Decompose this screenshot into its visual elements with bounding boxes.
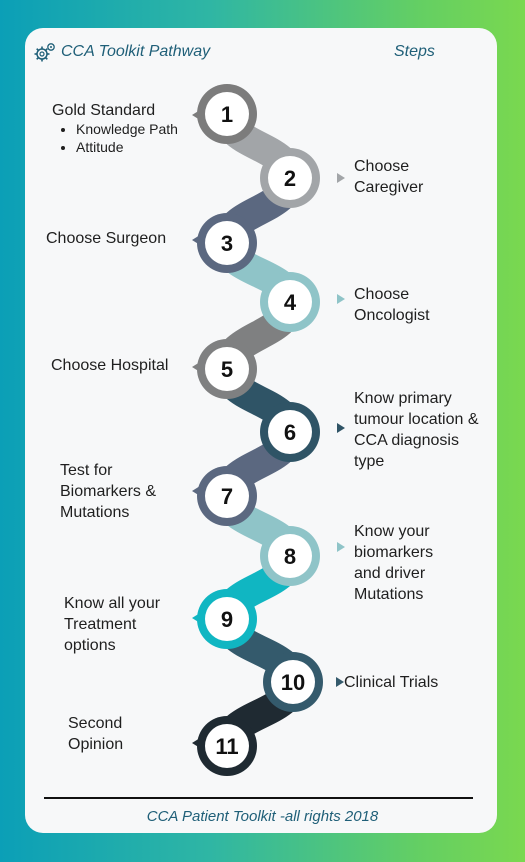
step-nodes: 1 2 3 4 5 6 7 8 9 10 11 [197,84,323,776]
step-node-5: 5 [197,339,257,399]
step-number: 6 [284,420,296,445]
footer-text: CCA Patient Toolkit -all rights 2018 [146,808,379,825]
bullet-item: Knowledge Path [76,120,178,138]
step-node-7: 7 [197,466,257,526]
step-number: 7 [221,484,233,509]
node-center [205,221,249,265]
arrow-right-icon [337,542,345,552]
node-center [268,156,312,200]
footer-divider [44,797,473,799]
step-10-label: Clinical Trials [344,674,439,691]
arrow-right-icon [337,173,345,183]
step-number: 3 [221,231,233,256]
steps-heading: Steps [394,43,435,60]
node-center [205,347,249,391]
step-number: 11 [215,734,238,759]
node-center [205,724,249,768]
step-number: 5 [221,357,233,382]
node-center [205,597,249,641]
step-node-6: 6 [260,402,320,462]
step-node-2: 2 [260,148,320,208]
step-11-label: Second Opinion [68,715,124,753]
gear-icon [34,43,55,62]
step-node-11: 11 [197,716,257,776]
diagram-title: CCA Toolkit Pathway [61,43,211,60]
step-1-bullets: Knowledge Path Attitude [62,120,178,156]
step-number: 9 [221,607,233,632]
step-number: 2 [284,166,296,191]
step-9-label: Know all your Treatment options [64,595,161,654]
step-number: 10 [281,670,305,695]
step-4-label: Choose Oncologist [354,286,430,324]
step-node-8: 8 [260,526,320,586]
step-node-9: 9 [197,589,257,649]
step-2-label: Choose Caregiver [354,158,424,196]
arrow-right-icon [337,294,345,304]
node-center [205,474,249,518]
step-7-label: Test for Biomarkers & Mutations [60,462,157,521]
arrow-right-icon [336,677,344,687]
node-center [268,410,312,454]
step-1-label: Gold Standard [52,102,156,119]
node-center [268,280,312,324]
step-node-1: 1 [197,84,257,144]
step-5-label: Choose Hospital [51,357,169,374]
node-center [268,534,312,578]
step-number: 4 [284,290,297,315]
step-3-label: Choose Surgeon [46,230,167,247]
step-node-10: 10 [263,652,323,712]
step-8-label: Know your biomarkers and driver Mutation… [354,523,434,603]
step-6-label: Know primary tumour location & CCA diagn… [354,390,479,470]
step-node-4: 4 [260,272,320,332]
bullet-item: Attitude [76,138,178,156]
arrow-right-icon [337,423,345,433]
step-number: 8 [284,544,296,569]
step-number: 1 [221,102,233,127]
step-node-3: 3 [197,213,257,273]
node-center [205,92,249,136]
node-center [271,660,315,704]
